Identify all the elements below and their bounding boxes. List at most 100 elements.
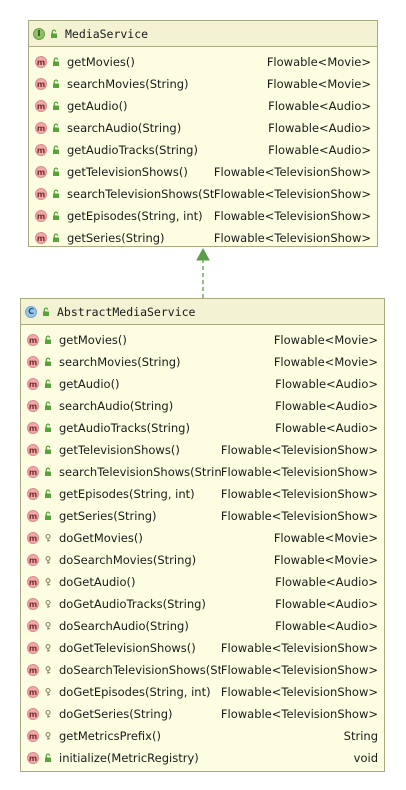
protected-visibility-icon [43,687,53,697]
protected-visibility-icon [43,533,53,543]
public-visibility-icon [51,123,61,133]
method-return-type: Flowable<TelevisionShow> [220,641,378,655]
method-badge-icon: m [27,400,39,412]
method-badge-icon: m [27,466,39,478]
protected-visibility-icon [43,709,53,719]
method-row[interactable]: m getTelevisionShows() Flowable<Television… [29,161,377,183]
method-badge-icon: m [27,752,39,764]
method-name: searchAudio(String) [59,399,174,413]
public-visibility-icon [51,233,61,243]
class-title: AbstractMediaService [57,304,196,319]
public-visibility-icon [43,357,53,367]
interface-title: MediaService [65,26,149,41]
method-return-type: void [353,751,378,765]
method-return-type: Flowable<TelevisionShow> [220,685,378,699]
method-return-type: Flowable<TelevisionShow> [220,465,378,479]
method-name: getAudio() [59,377,120,391]
method-return-type: Flowable<Audio> [268,143,371,157]
method-badge-icon: m [27,378,39,390]
method-row[interactable]: msearchTelevisionShows(String)Flowable<T… [29,183,377,205]
interface-mediaservice[interactable]: I MediaService m getMovies() Flowable<Movi… [28,20,378,247]
method-return-type: Flowable<Audio> [268,99,371,113]
method-return-type: Flowable<TelevisionShow> [213,187,371,201]
public-visibility-icon [43,489,53,499]
method-name: doSearchAudio(String) [59,619,189,633]
method-badge-icon: m [27,356,39,368]
method-badge-icon: m [27,730,39,742]
method-badge-icon: m [27,532,39,544]
method-return-type: Flowable<TelevisionShow> [213,165,371,179]
method-row[interactable]: mdoSearchTelevisionShows(String)Flowable… [21,659,384,681]
method-badge-icon: m [35,100,47,112]
public-visibility-icon [43,445,53,455]
public-visibility-icon [51,211,61,221]
method-name: doSearchMovies(String) [59,553,197,567]
interface-header: I MediaService [29,21,377,47]
public-visibility-icon [43,401,53,411]
public-visibility-icon [51,101,61,111]
method-badge-icon: m [35,144,47,156]
method-return-type: Flowable<TelevisionShow> [220,663,378,677]
protected-visibility-icon [43,643,53,653]
method-name: searchTelevisionShows(String) [59,465,221,479]
public-visibility-icon [43,423,53,433]
method-name: getAudioTracks(String) [59,421,190,435]
public-visibility-icon [43,753,53,763]
method-name: getTelevisionShows() [59,443,180,457]
method-badge-icon: m [27,444,39,456]
method-badge-icon: m [35,78,47,90]
protected-visibility-icon [43,599,53,609]
method-name: doGetSeries(String) [59,707,173,721]
public-visibility-icon [49,29,59,39]
protected-visibility-icon [43,665,53,675]
method-return-type: Flowable<Movie> [266,55,371,69]
method-return-type: Flowable<Movie> [273,355,378,369]
public-visibility-icon [43,511,53,521]
method-badge-icon: m [27,334,39,346]
method-return-type: Flowable<Audio> [275,575,378,589]
method-row[interactable]: m searchTelevisionShows(String)Flowable<T… [21,461,384,483]
public-visibility-icon [43,467,53,477]
method-return-type: Flowable<TelevisionShow> [220,443,378,457]
method-name: getSeries(String) [67,231,165,245]
method-badge-icon: m [35,166,47,178]
method-return-type: Flowable<Movie> [273,531,378,545]
method-row[interactable]: m getTelevisionShows() Flowable<Television… [21,439,384,461]
method-name: searchTelevisionShows(String) [67,187,214,201]
method-name: getMovies() [67,55,135,69]
method-return-type: Flowable<TelevisionShow> [220,487,378,501]
method-badge-icon: m [27,708,39,720]
method-return-type: Flowable<Audio> [275,619,378,633]
method-name: getTelevisionShows() [67,165,188,179]
public-visibility-icon [51,167,61,177]
method-name: doGetAudio() [59,575,136,589]
protected-visibility-icon [43,621,53,631]
